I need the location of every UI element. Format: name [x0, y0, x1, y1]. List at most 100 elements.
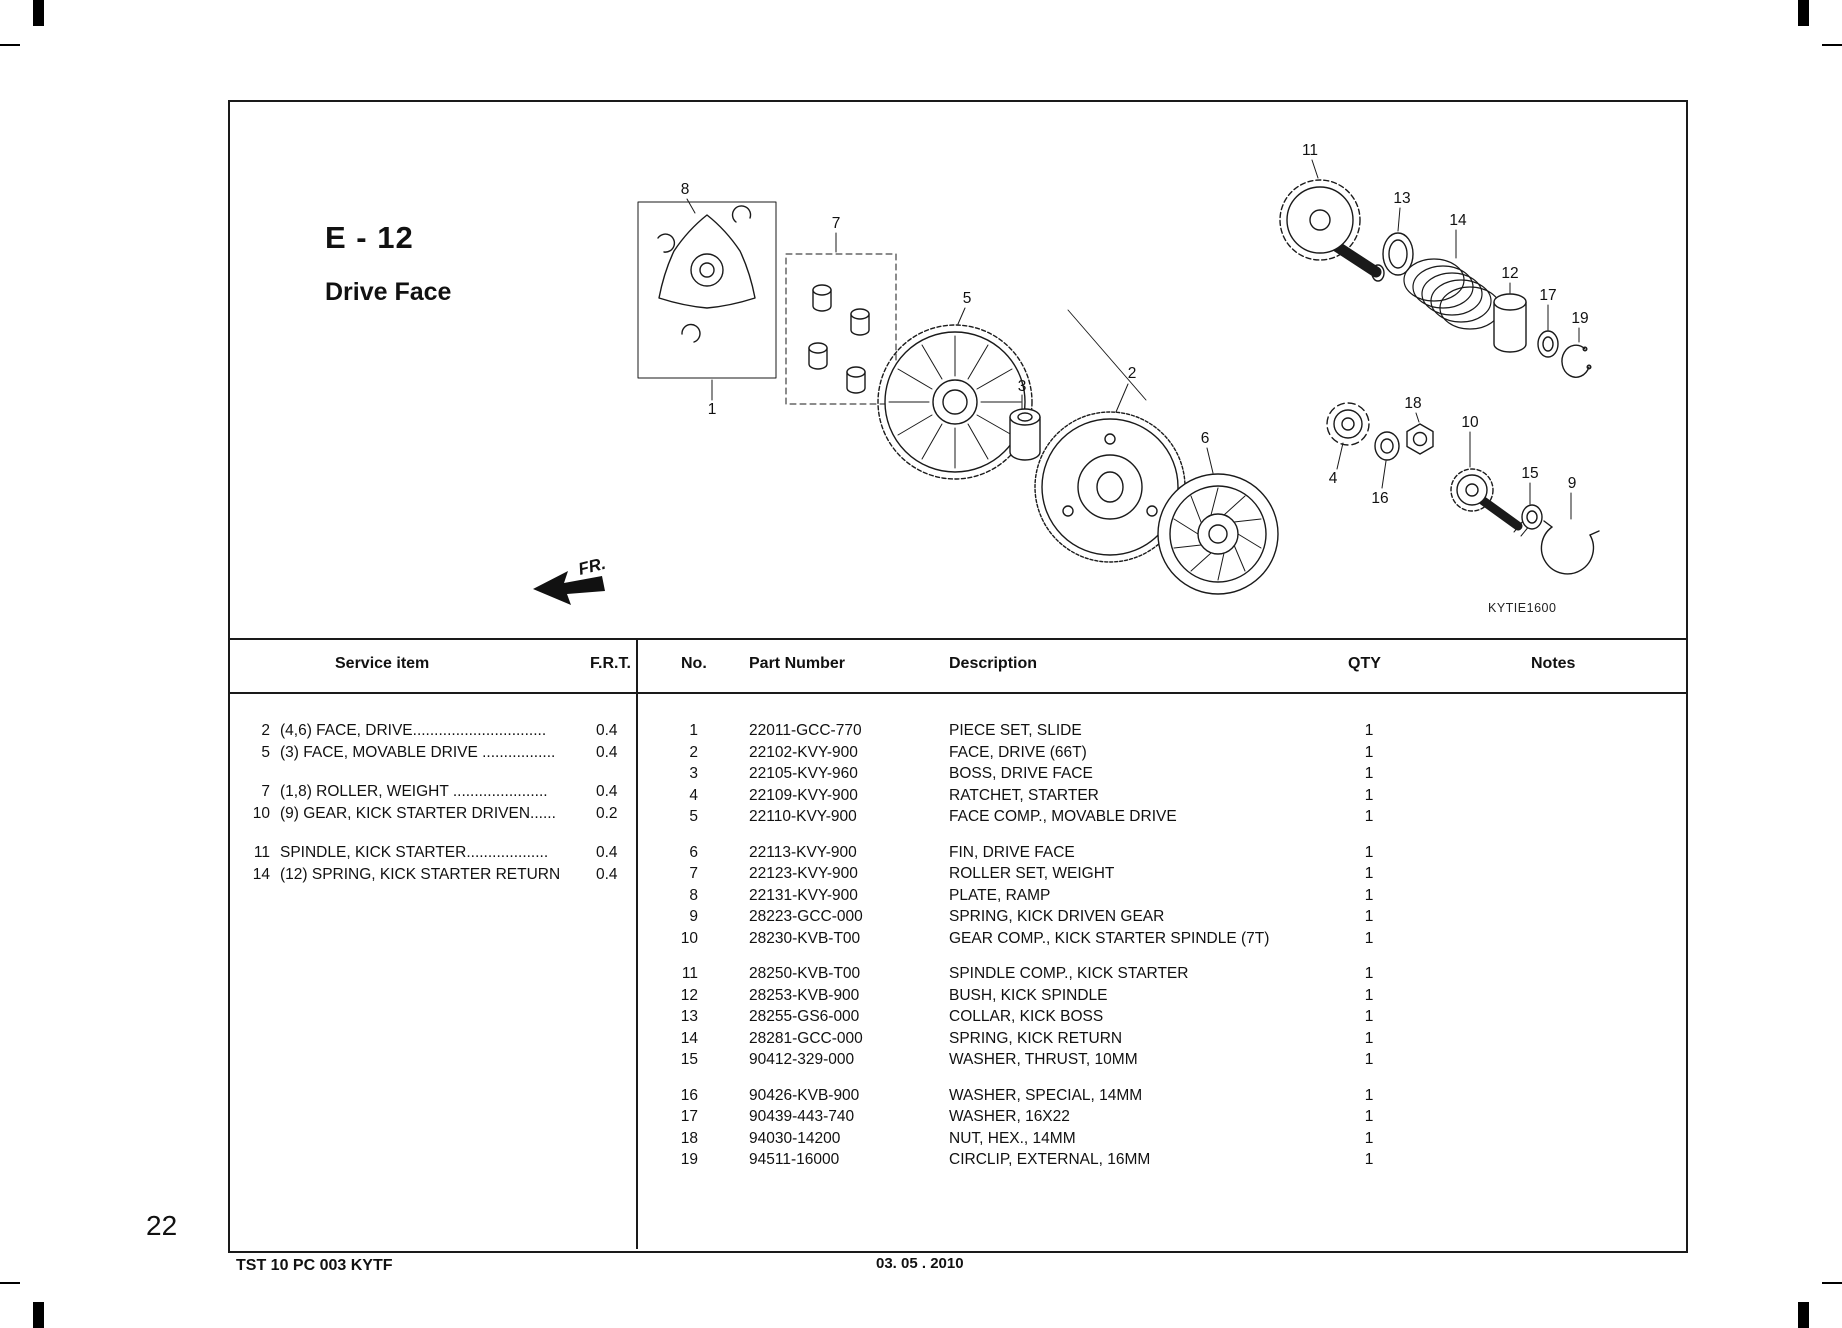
registration-mark [1822, 1282, 1842, 1284]
callout-numbers: 1 2 3 4 5 6 7 8 9 10 11 12 13 14 15 16 1 [681, 142, 1589, 507]
registration-mark [1798, 0, 1809, 26]
part-9-kick-driven-spring [1540, 520, 1600, 575]
callout-9: 9 [1568, 475, 1577, 492]
parts-table-row: 12 28253-KVB-900 BUSH, KICK SPINDLE 1 [638, 985, 1686, 1007]
callout-11: 11 [1302, 142, 1318, 159]
part-description: WASHER, 16X22 [949, 1108, 1070, 1125]
part-ref-no: 18 [680, 1129, 698, 1147]
section-code: E - 12 [325, 220, 414, 255]
part-qty: 1 [1364, 929, 1374, 947]
part-18-hex-nut [1406, 423, 1434, 455]
part-ref-no: 9 [689, 908, 698, 925]
part-notes [1389, 963, 1686, 985]
service-frt-value: 0.4 [596, 744, 618, 761]
service-item-table: Service item F.R.T. 2 (4,6) FACE, DRIVE.… [230, 640, 638, 1249]
part-number: 28253-KVB-900 [749, 986, 860, 1004]
service-rows: 2 (4,6) FACE, DRIVE.....................… [230, 694, 636, 886]
parts-table-row: 9 28223-GCC-000 SPRING, KICK DRIVEN GEAR… [638, 906, 1686, 928]
part-notes [1389, 842, 1686, 864]
part-ref-no: 13 [680, 1008, 698, 1025]
service-item-name: (4,6) FACE, DRIVE.......................… [280, 722, 547, 739]
part-qty: 1 [1364, 1108, 1374, 1125]
callout-7: 7 [832, 215, 841, 232]
service-item-name: (12) SPRING, KICK STARTER RETURN [280, 866, 561, 883]
part-17-washer [1537, 330, 1559, 358]
part-ref-no: 4 [689, 786, 698, 804]
service-ref-no: 11 [253, 844, 270, 861]
part-ref-no: 5 [689, 808, 698, 825]
part-description: ROLLER SET, WEIGHT [949, 865, 1115, 882]
registration-mark [33, 1302, 44, 1328]
part-description: COLLAR, KICK BOSS [949, 1008, 1104, 1025]
assembly-axis-line [1067, 309, 1147, 401]
part-description: FACE, DRIVE (66T) [949, 743, 1087, 761]
parts-rows: 1 22011-GCC-770 PIECE SET, SLIDE 1 2 221… [638, 694, 1686, 1171]
callout-2: 2 [1128, 365, 1137, 382]
part-3-boss-drive-face [1009, 408, 1041, 461]
part-description: WASHER, THRUST, 10MM [949, 1051, 1138, 1068]
service-item-name: (1,8) ROLLER, WEIGHT ...................… [280, 783, 548, 800]
service-table-row: 7 (1,8) ROLLER, WEIGHT .................… [230, 781, 636, 803]
service-table-row: 14 (12) SPRING, KICK STARTER RETURN 0.4 [230, 864, 636, 886]
part-qty: 1 [1364, 1086, 1374, 1104]
parts-table-row: 5 22110-KVY-900 FACE COMP., MOVABLE DRIV… [638, 806, 1686, 828]
part-ref-no: 16 [680, 1086, 698, 1104]
part-ref-no: 15 [680, 1051, 698, 1068]
callout-18: 18 [1404, 395, 1421, 412]
part-ref-no: 7 [689, 865, 698, 882]
part-notes [1389, 1028, 1686, 1050]
registration-mark [1798, 1302, 1809, 1328]
service-table-row: 10 (9) GEAR, KICK STARTER DRIVEN...... 0… [230, 803, 636, 825]
part-14-kick-return-spring [1403, 258, 1501, 330]
service-item-header: Service item [335, 655, 430, 672]
part-description: FACE COMP., MOVABLE DRIVE [949, 808, 1177, 825]
service-frt-value: 0.2 [596, 805, 618, 822]
callout-5: 5 [963, 290, 972, 307]
part-ref-no: 17 [680, 1108, 698, 1125]
part-number: 22113-KVY-900 [749, 843, 857, 861]
part-number: 22123-KVY-900 [749, 865, 858, 882]
part-notes [1389, 1149, 1686, 1171]
service-table-row: 11 SPINDLE, KICK STARTER................… [230, 842, 636, 864]
registration-mark [0, 44, 20, 46]
parts-table-row: 1 22011-GCC-770 PIECE SET, SLIDE 1 [638, 720, 1686, 742]
service-frt-value: 0.4 [596, 783, 618, 800]
part-number: 94030-14200 [749, 1129, 841, 1147]
part-11-kick-starter-spindle [1279, 179, 1385, 282]
part-description: SPINDLE COMP., KICK STARTER [949, 965, 1189, 982]
part-number: 28223-GCC-000 [749, 908, 863, 925]
parts-list-section: Service item F.R.T. 2 (4,6) FACE, DRIVE.… [230, 640, 1686, 1249]
parts-table-header: No. Part Number Description QTY Notes [638, 640, 1686, 694]
parts-table-row: 13 28255-GS6-000 COLLAR, KICK BOSS 1 [638, 1006, 1686, 1028]
part-ref-no: 6 [689, 843, 698, 861]
callout-3: 3 [1018, 378, 1027, 395]
part-number: 90439-443-740 [749, 1108, 855, 1125]
part-qty: 1 [1364, 765, 1374, 782]
part-1-piece-set-slide [637, 201, 777, 379]
part-notes [1389, 806, 1686, 828]
front-direction-label: FR. [576, 554, 607, 579]
callout-8: 8 [681, 181, 690, 198]
part-ref-no: 1 [689, 722, 698, 739]
part-ref-no: 11 [681, 965, 698, 982]
service-table-row: 2 (4,6) FACE, DRIVE.....................… [230, 720, 636, 742]
part-qty: 1 [1364, 886, 1374, 904]
callout-4: 4 [1329, 470, 1338, 487]
part-notes [1389, 785, 1686, 807]
part-ref-no: 12 [680, 986, 698, 1004]
callout-6: 6 [1201, 430, 1210, 447]
parts-table-row: 2 22102-KVY-900 FACE, DRIVE (66T) 1 [638, 742, 1686, 764]
part-description: RATCHET, STARTER [949, 786, 1099, 804]
part-number: 28281-GCC-000 [749, 1029, 863, 1047]
part-19-circlip [1561, 344, 1592, 378]
part-ref-no: 14 [680, 1029, 698, 1047]
catalog-frame: E - 12 Drive Face [228, 100, 1688, 1253]
part-number: 22109-KVY-900 [749, 786, 858, 804]
part-7-roller-set [785, 253, 897, 405]
callout-19: 19 [1571, 310, 1588, 327]
part-number-header: Part Number [749, 655, 846, 672]
service-table-header: Service item F.R.T. [230, 640, 636, 694]
part-description: WASHER, SPECIAL, 14MM [949, 1086, 1143, 1104]
footer-document-code: TST 10 PC 003 KYTF [236, 1257, 393, 1274]
